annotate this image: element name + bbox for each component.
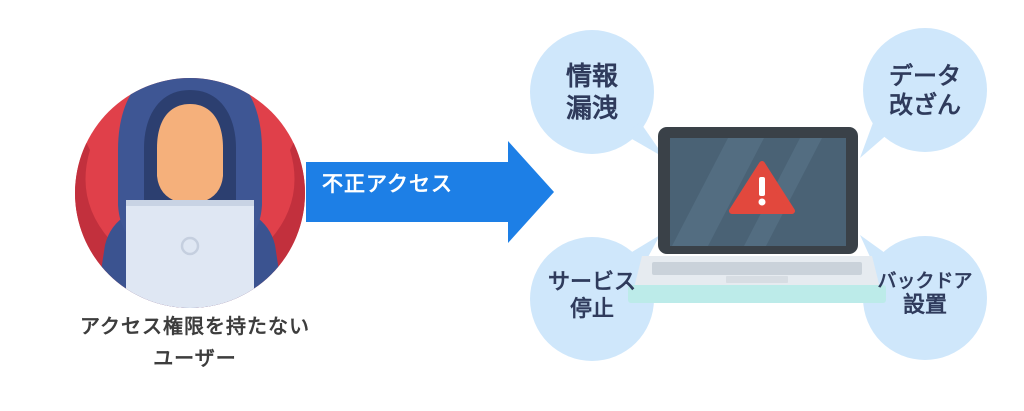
bubble-text-backdoor: バックドア 設置 [865,270,985,320]
bubble-line2: 漏洩 [565,93,618,124]
bubble-text-data-tampering: データ 改ざん [866,62,984,121]
bubble-text-info-leak: 情報 漏洩 [542,62,642,125]
unauthorized-access-arrow [306,141,554,243]
bubble-line1: 情報 [565,62,618,92]
bubble-line2: 設置 [902,293,947,319]
bubble-line2: 改ざん [889,91,961,120]
bubble-text-service-outage: サービス 停止 [532,270,652,324]
bubble-line1: データ [889,62,961,90]
bubble-line1: サービス [547,270,636,295]
arrow-label: 不正アクセス [322,172,453,196]
user-caption-line1: アクセス権限を持たない [80,314,310,338]
hacker-icon [75,78,305,308]
laptop-icon [628,127,886,303]
bubble-line2: 停止 [569,296,614,322]
bubble-service-outage [530,235,660,361]
bubble-backdoor [860,235,987,360]
user-caption-line2: ユーザー [153,346,237,370]
warning-triangle-icon [729,161,795,214]
bubble-line1: バックドア [877,270,973,292]
bubble-data-tampering [860,28,987,158]
bubble-info-leak [530,30,665,158]
